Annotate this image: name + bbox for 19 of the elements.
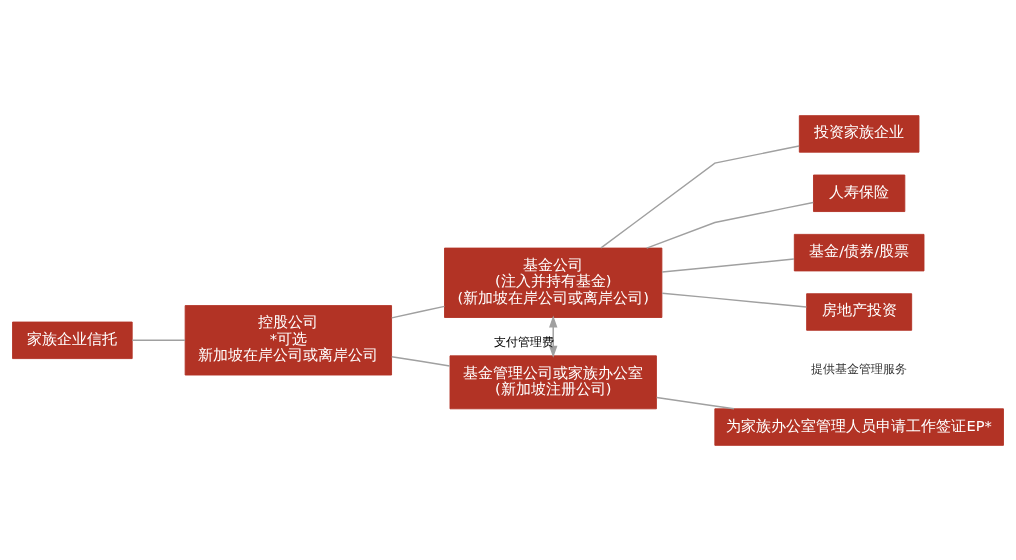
- label: 提供基金管理服务: [811, 361, 908, 376]
- connector: [655, 396, 735, 410]
- node-box: 控股公司 *可选 新加坡在岸公司或离岸公司: [184, 304, 392, 375]
- node-box: 为家族办公室管理人员申请工作签证EP*: [714, 407, 1004, 446]
- edge-label: 支付管理费: [493, 334, 554, 349]
- connector: [131, 339, 186, 341]
- node-box: 投资家族企业: [798, 114, 920, 153]
- connector: [645, 201, 814, 249]
- node-box: 基金/债券/股票: [793, 233, 925, 271]
- connector: [390, 305, 446, 319]
- node-box: 房地产投资: [806, 292, 913, 331]
- connector: [661, 291, 808, 308]
- connector: [600, 144, 800, 249]
- node-box: 家族企业信托: [12, 321, 133, 359]
- node-box: 基金管理公司或家族办公室 (新加坡注册公司): [449, 354, 657, 409]
- connector: [390, 355, 451, 367]
- node-box: 人寿保险: [813, 174, 906, 212]
- node-box: 基金公司 (注入并持有基金) (新加坡在岸公司或离岸公司): [444, 247, 663, 318]
- connector: [661, 257, 795, 273]
